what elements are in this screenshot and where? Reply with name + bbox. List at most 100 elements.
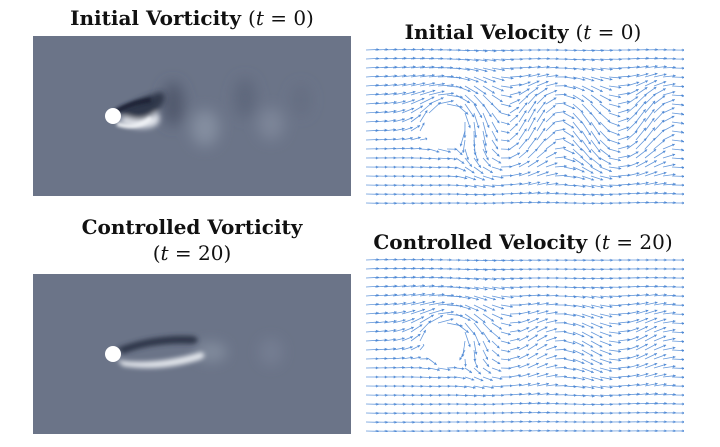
velocity-arrowhead [608, 343, 612, 347]
velocity-arrowhead [671, 143, 675, 147]
velocity-arrowhead [412, 47, 416, 51]
velocity-arrowhead [410, 356, 413, 360]
velocity-arrowhead [467, 100, 470, 103]
velocity-arrowhead [546, 181, 550, 185]
velocity-arrowhead [524, 138, 528, 142]
velocity-arrowhead [579, 147, 583, 151]
velocity-arrowhead [609, 169, 612, 173]
velocity-arrowhead [475, 365, 479, 368]
velocity-arrowhead [486, 363, 490, 367]
velocity-arrowhead [537, 73, 541, 77]
velocity-arrowhead [450, 99, 454, 103]
velocity-arrowhead [672, 163, 676, 167]
velocity-arrowhead [636, 73, 640, 77]
velocity-arrowhead [475, 91, 479, 94]
velocity-arrowhead [394, 310, 397, 314]
velocity-arrowhead [515, 114, 519, 118]
velocity-arrowhead [653, 334, 657, 338]
velocity-arrowhead [459, 152, 463, 155]
velocity-arrowhead [661, 119, 665, 123]
velocity-arrowhead [500, 88, 504, 92]
velocity-arrowhead [626, 145, 630, 148]
velocity-arrowhead [485, 348, 489, 352]
velocity-vector [482, 130, 487, 147]
velocity-arrowhead [418, 356, 422, 360]
velocity-arrowhead [451, 302, 454, 306]
velocity-arrowhead [663, 301, 667, 305]
velocity-arrowhead [536, 309, 540, 313]
velocity-arrowhead [518, 162, 521, 166]
velocity-arrowhead [563, 146, 566, 150]
velocity-arrowhead [654, 171, 658, 174]
velocity-arrowhead [500, 316, 504, 320]
velocity-arrowhead [618, 349, 622, 353]
velocity-vector [581, 139, 592, 154]
velocity-arrowhead [644, 334, 648, 338]
velocity-arrowhead [618, 95, 621, 99]
velocity-arrowhead [499, 377, 503, 380]
velocity-vector [473, 331, 481, 346]
velocity-arrowhead [599, 353, 603, 357]
velocity-arrowhead [476, 287, 479, 291]
velocity-arrowhead [609, 184, 613, 188]
velocity-arrowhead [573, 167, 576, 171]
velocity-arrowhead [582, 78, 586, 81]
velocity-arrowhead [553, 141, 556, 145]
velocity-arrowhead [651, 118, 655, 121]
velocity-vector [455, 313, 471, 321]
velocity-arrowhead [600, 68, 604, 72]
velocity-arrowhead [527, 382, 531, 386]
velocity-arrowhead [484, 143, 488, 147]
velocity-arrowhead [626, 126, 630, 130]
velocity-arrowhead [601, 49, 604, 53]
velocity-arrowhead [609, 385, 613, 389]
velocity-vector [419, 301, 436, 306]
velocity-vector [680, 130, 684, 134]
velocity-arrowhead [579, 130, 583, 134]
velocity-arrowhead [533, 100, 537, 104]
velocity-arrowhead [427, 147, 431, 151]
velocity-arrowhead [545, 318, 549, 322]
velocity-vector [680, 313, 684, 315]
velocity-arrowhead [412, 99, 415, 102]
velocity-arrowhead [598, 163, 602, 167]
velocity-arrowhead [421, 122, 425, 126]
velocity-arrowhead [451, 91, 454, 95]
velocity-arrowhead [581, 352, 585, 356]
velocity-arrowhead [432, 73, 435, 77]
velocity-arrowhead [524, 102, 528, 106]
velocity-arrowhead [554, 354, 558, 358]
velocity-arrowhead [556, 401, 559, 405]
velocity-arrowhead [563, 110, 566, 114]
velocity-arrowhead [507, 349, 511, 353]
velocity-arrowhead [412, 309, 416, 313]
velocity-arrowhead [672, 355, 676, 359]
velocity-arrowhead [467, 296, 471, 300]
velocity-arrowhead [646, 64, 649, 68]
velocity-arrowhead [599, 89, 603, 92]
velocity-arrowhead [419, 146, 422, 150]
velocity-arrowhead [520, 285, 523, 289]
velocity-arrowhead [654, 382, 658, 386]
velocity-arrowhead [663, 171, 667, 175]
math-rest: = 20) [609, 230, 673, 254]
velocity-arrowhead [451, 310, 454, 314]
velocity-arrowhead [537, 382, 540, 386]
velocity-arrowhead [543, 94, 547, 98]
velocity-vector [455, 94, 471, 104]
velocity-arrowhead [403, 266, 407, 270]
velocity-vector [464, 103, 475, 118]
velocity-arrowhead [601, 403, 604, 407]
velocity-arrowhead [556, 200, 559, 204]
velocity-arrowhead [409, 126, 413, 130]
velocity-arrowhead [542, 109, 545, 113]
velocity-arrowhead [562, 119, 566, 123]
velocity-arrowhead [437, 102, 441, 105]
velocity-arrowhead [672, 153, 676, 157]
velocity-vector [455, 304, 472, 310]
velocity-arrowhead [599, 335, 603, 339]
velocity-arrowhead [526, 160, 530, 164]
velocity-arrowhead [422, 308, 425, 312]
velocity-vector [680, 286, 684, 288]
velocity-arrowhead [590, 353, 594, 357]
